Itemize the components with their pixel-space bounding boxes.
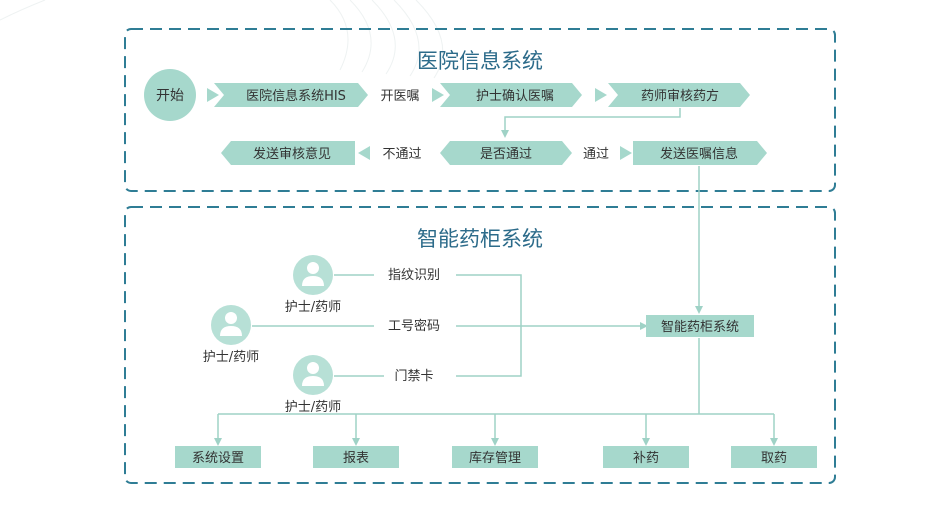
user-label-1: 护士/药师 bbox=[285, 300, 341, 315]
func-replenish-label: 补药 bbox=[633, 451, 659, 466]
func-settings-label: 系统设置 bbox=[192, 451, 244, 466]
decorative-lines bbox=[0, 0, 444, 79]
step-send-opinion bbox=[221, 141, 355, 165]
func-box-report bbox=[313, 446, 399, 468]
small-arrow-4 bbox=[620, 146, 632, 160]
func-box-inventory bbox=[452, 446, 538, 468]
func-inventory-label: 库存管理 bbox=[469, 450, 521, 466]
step-is-passed bbox=[440, 141, 572, 165]
passed-label: 通过 bbox=[583, 147, 609, 162]
user-avatar-1 bbox=[293, 255, 333, 295]
user-label-3: 护士/药师 bbox=[285, 400, 341, 415]
func-box-dispense bbox=[731, 446, 817, 468]
step-send-opinion-label: 发送审核意见 bbox=[253, 146, 331, 162]
cabinet-frame bbox=[124, 206, 836, 484]
his-frame bbox=[124, 28, 836, 192]
open-order-label: 开医嘱 bbox=[380, 89, 419, 104]
user-avatar-2 bbox=[211, 305, 251, 345]
small-arrow-3 bbox=[595, 88, 607, 102]
step-his-system-label: 医院信息系统HIS bbox=[246, 88, 346, 104]
start-node bbox=[144, 69, 196, 121]
step-is-passed-label: 是否通过 bbox=[480, 147, 532, 162]
small-arrow-1 bbox=[207, 88, 219, 102]
step-send-order bbox=[633, 141, 767, 165]
small-arrow-left bbox=[358, 146, 370, 160]
step-send-order-label: 发送医嘱信息 bbox=[660, 146, 738, 162]
auth-password: 工号密码 bbox=[388, 318, 440, 334]
step-nurse-confirm-label: 护士确认医嘱 bbox=[476, 89, 554, 104]
his-title: 医院信息系统 bbox=[417, 49, 543, 73]
user-avatar-3 bbox=[293, 355, 333, 395]
user-label-2: 护士/药师 bbox=[203, 350, 259, 365]
step-nurse-confirm bbox=[440, 83, 582, 107]
func-dispense-label: 取药 bbox=[761, 451, 787, 466]
connector-review-to-decision bbox=[501, 108, 681, 138]
cabinet-title: 智能药柜系统 bbox=[417, 227, 543, 251]
not-passed-label: 不通过 bbox=[382, 147, 421, 162]
cabinet-center-box bbox=[646, 315, 754, 337]
small-arrow-2 bbox=[432, 88, 444, 102]
start-label: 开始 bbox=[156, 88, 184, 104]
step-pharmacist-review bbox=[608, 83, 750, 107]
func-box-replenish bbox=[603, 446, 689, 468]
step-his-system bbox=[214, 83, 368, 107]
func-report-label: 报表 bbox=[343, 451, 369, 466]
cabinet-center-label: 智能药柜系统 bbox=[661, 320, 739, 335]
step-pharmacist-review-label: 药师审核药方 bbox=[641, 88, 719, 104]
func-box-settings bbox=[175, 446, 261, 468]
auth-card: 门禁卡 bbox=[394, 369, 433, 384]
auth-fingerprint: 指纹识别 bbox=[388, 268, 440, 283]
